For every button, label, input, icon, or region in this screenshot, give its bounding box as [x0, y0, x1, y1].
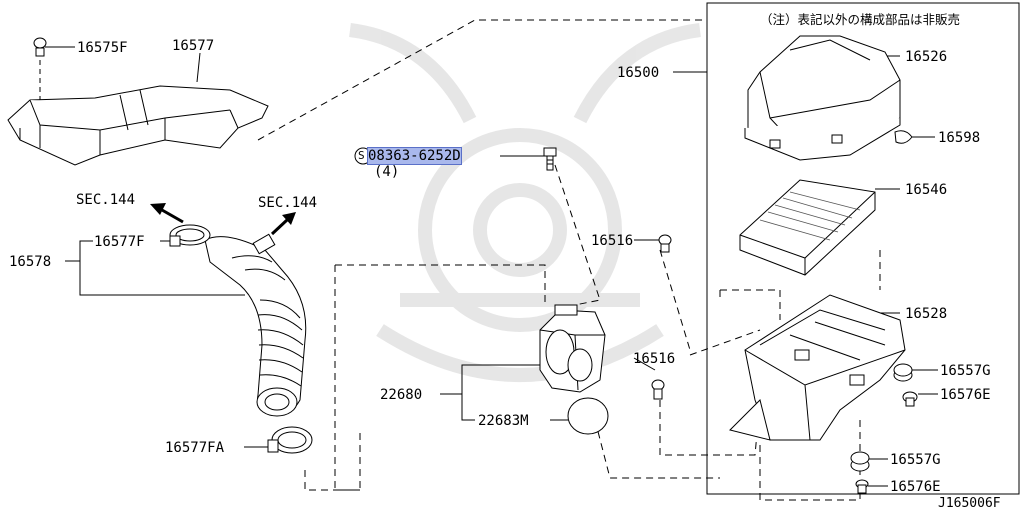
solid-leaders [45, 46, 938, 487]
part-label-16598[interactable]: 16598 [938, 130, 981, 146]
bolt-08363-6252D [543, 147, 557, 171]
highlighted-part-number: 08363-6252D [368, 148, 461, 164]
part-label-16576E-lower[interactable]: 16576E [890, 479, 941, 495]
part-label-16557G-lower[interactable]: 16557G [890, 452, 941, 468]
part-label-16577F[interactable]: 16577F [94, 234, 145, 250]
grommet-16516-lower [651, 379, 665, 400]
sec-arrow-left [150, 203, 184, 224]
dashed-leaders [257, 19, 881, 501]
watermark-emblem [349, 23, 701, 382]
bushing-16576E-lower [855, 479, 869, 494]
intake-hose-16578 [204, 233, 307, 417]
standard-part-letter: S [358, 149, 365, 162]
part-label-22683M[interactable]: 22683M [478, 413, 529, 429]
part-label-22680[interactable]: 22680 [380, 387, 423, 403]
section-ref-right[interactable]: SEC.144 [258, 195, 318, 211]
clamp-16577F [169, 224, 211, 247]
part-label-16577FA[interactable]: 16577FA [165, 440, 225, 456]
gasket-22683M [567, 397, 609, 435]
diagram-code: J165006F [938, 496, 1001, 511]
air-cleaner-case-16528 [729, 294, 906, 441]
filter-element-16546 [739, 179, 876, 276]
grommet-16557G-upper [893, 363, 913, 382]
part-label-16528[interactable]: 16528 [905, 306, 948, 322]
section-ref-left[interactable]: SEC.144 [76, 192, 136, 208]
sec-arrow-right [270, 212, 296, 236]
note-not-sold: （注）表記以外の構成部品は非販売 [760, 12, 961, 27]
air-flow-meter-22680 [539, 304, 606, 393]
clip-16598 [894, 130, 913, 144]
part-qty-08363-6252D: (4) [374, 164, 400, 180]
part-label-16557G-upper[interactable]: 16557G [940, 363, 991, 379]
grommet-16516-upper [658, 234, 672, 253]
grommet-16557G-lower [850, 451, 870, 472]
part-label-16500[interactable]: 16500 [617, 65, 660, 81]
part-label-16516-lower[interactable]: 16516 [633, 351, 676, 367]
part-label-16577[interactable]: 16577 [172, 38, 215, 54]
part-label-16575F[interactable]: 16575F [77, 40, 128, 56]
assembly-frame [706, 2, 1020, 495]
part-label-16546[interactable]: 16546 [905, 182, 948, 198]
bushing-16576E-upper [902, 391, 918, 407]
part-label-16576E-upper[interactable]: 16576E [940, 387, 991, 403]
part-label-16516-upper[interactable]: 16516 [591, 233, 634, 249]
air-cleaner-cover-16526 [744, 35, 901, 161]
part-label-16526[interactable]: 16526 [905, 49, 948, 65]
part-label-16578[interactable]: 16578 [9, 254, 52, 270]
clamp-16577FA [267, 426, 313, 454]
part-label-08363-6252D[interactable]: 08363-6252D [367, 147, 462, 165]
intake-duct-16577 [7, 85, 269, 166]
